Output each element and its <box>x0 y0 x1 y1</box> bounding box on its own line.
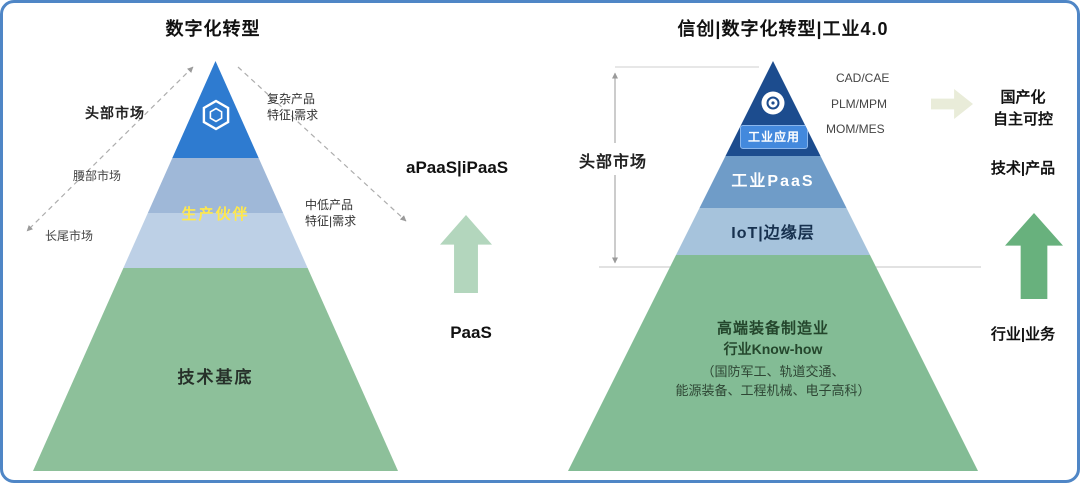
iot-edge-label: IoT|边缘层 <box>731 225 815 242</box>
circular-logo-icon <box>759 89 787 117</box>
market-label-tail: 长尾市场 <box>45 229 94 243</box>
market-label-middle: 腰部市场 <box>73 169 122 183</box>
industrial-app-chip: 工业应用 <box>740 125 808 149</box>
localization-line2: 自主可控 <box>992 111 1053 128</box>
right-chart-title: 信创|数字化转型|工业4.0 <box>677 19 889 39</box>
equipment-line3: （国防军工、轨道交通、 <box>701 364 845 379</box>
complex-demand-line1: 复杂产品 <box>267 92 316 106</box>
hexagon-logo-icon <box>200 99 232 131</box>
industrial-paas-label: 工业PaaS <box>731 173 815 190</box>
paas-label: PaaS <box>450 323 492 342</box>
equipment-line4: 能源装备、工程机械、电子高科） <box>675 383 871 398</box>
midlow-demand-label: 中低产品 特征|需求 <box>305 197 385 229</box>
right-market-label: 头部市场 <box>579 154 648 171</box>
right-arrow-icon <box>931 89 973 119</box>
localization-label: 国产化 自主可控 <box>975 87 1071 131</box>
partner-label: 生产伙伴 <box>181 206 250 223</box>
midlow-demand-line1: 中低产品 <box>305 198 354 212</box>
right-pyramid: 工业应用 工业PaaS IoT|边缘层 高端装备制造业 行业Know-how （… <box>568 61 978 471</box>
midlow-demand-line2: 特征|需求 <box>305 214 357 228</box>
localization-line1: 国产化 <box>1000 89 1046 106</box>
plm-mpm-label: PLM/MPM <box>831 97 888 111</box>
apaas-ipaas-label: aPaaS|iPaaS <box>406 158 509 177</box>
market-label-top: 头部市场 <box>85 105 145 121</box>
mom-mes-label: MOM/MES <box>826 122 885 136</box>
industry-business-label: 行业|业务 <box>990 326 1056 343</box>
equipment-line1: 高端装备制造业 <box>716 320 829 337</box>
cad-cae-label: CAD/CAE <box>836 71 890 85</box>
tech-base-label: 技术基底 <box>177 368 254 387</box>
up-arrow-icon-right <box>1005 213 1063 299</box>
equipment-line2: 行业Know-how <box>723 341 823 357</box>
left-chart-title: 数字化转型 <box>165 19 261 39</box>
complex-demand-line2: 特征|需求 <box>267 108 319 122</box>
complex-demand-label: 复杂产品 特征|需求 <box>267 91 347 123</box>
tech-product-label: 技术|产品 <box>990 160 1056 177</box>
up-arrow-icon-left <box>440 215 492 293</box>
